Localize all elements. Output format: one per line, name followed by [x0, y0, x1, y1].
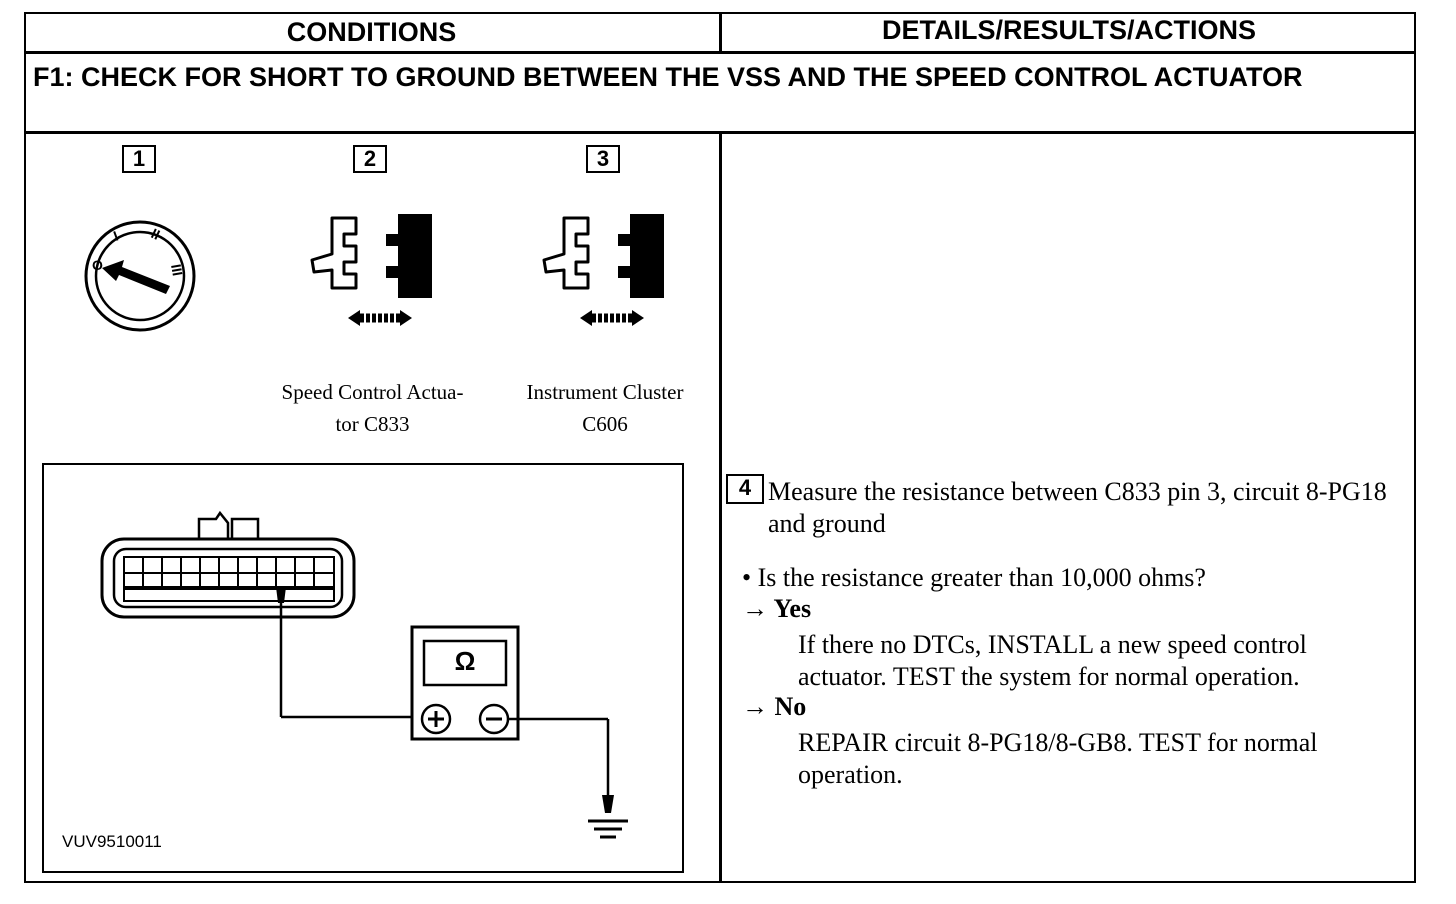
- meter-wiring-illustration: [100, 510, 628, 839]
- ohm-symbol: Ω: [454, 646, 476, 676]
- cluster-caption: Instrument Cluster C606: [500, 376, 710, 440]
- actuator-connector-icon: [310, 214, 432, 326]
- actuator-caption-line1: Speed Control Actua-: [281, 380, 464, 404]
- no-branch-label: → No: [742, 692, 807, 721]
- body-column-divider: [719, 131, 722, 883]
- no-branch-text: REPAIR circuit 8-PG18/8-GB8. TEST for no…: [798, 728, 1318, 789]
- step-3-box: 3: [586, 145, 620, 173]
- header-column-divider: [719, 12, 722, 52]
- ignition-switch-icon: O I II III: [84, 220, 196, 332]
- step-1-box: 1: [122, 145, 156, 173]
- ignition-pos-off: O: [92, 257, 103, 273]
- resistance-question: • Is the resistance greater than 10,000 …: [742, 563, 1206, 592]
- cluster-caption-line1: Instrument Cluster: [526, 380, 684, 404]
- ignition-pos-1: I: [111, 228, 120, 244]
- measure-instruction-text: Measure the resistance between C833 pin …: [768, 477, 1387, 538]
- ignition-pos-3: III: [168, 263, 186, 277]
- step-4-box: 4: [726, 474, 764, 504]
- test-title: F1: CHECK FOR SHORT TO GROUND BETWEEN TH…: [33, 62, 1303, 92]
- header-divider: [24, 51, 1416, 54]
- details-header: DETAILS/RESULTS/ACTIONS: [881, 15, 1256, 45]
- measure-instruction: Measure the resistance between C833 pin …: [768, 476, 1408, 540]
- yes-branch-text: If there no DTCs, INSTALL a new speed co…: [798, 630, 1307, 691]
- step-2-box: 2: [353, 145, 387, 173]
- wiring-diagram: Ω VUV9510011: [42, 463, 684, 873]
- figure-code: VUV9510011: [62, 832, 162, 851]
- actuator-caption: Speed Control Actua- tor C833: [250, 376, 495, 440]
- conditions-header: CONDITIONS: [286, 17, 457, 47]
- yes-branch-label: → Yes: [742, 594, 812, 623]
- actuator-caption-line2: tor C833: [335, 412, 410, 436]
- cluster-caption-line2: C606: [582, 412, 628, 436]
- cluster-connector-icon: [542, 214, 664, 326]
